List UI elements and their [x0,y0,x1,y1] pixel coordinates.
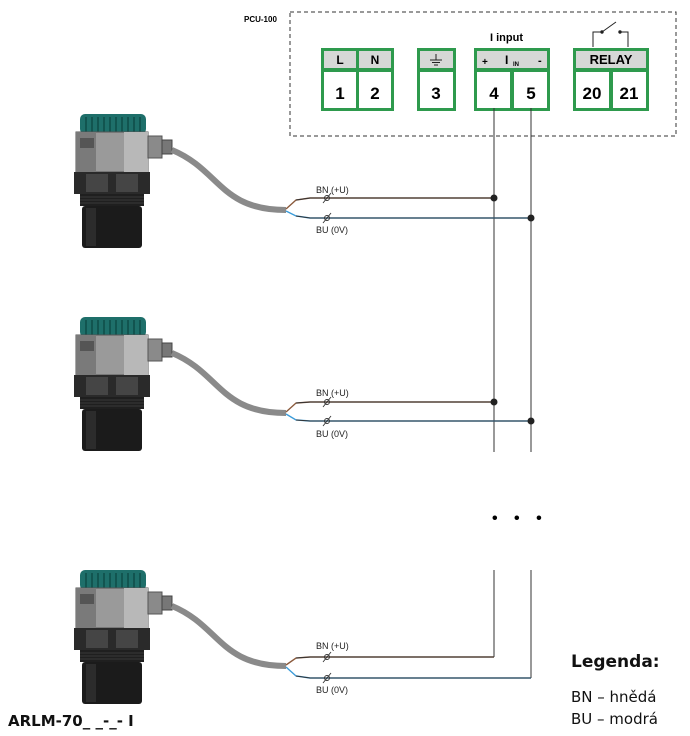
legend-item-bu: BU – modrá [571,710,658,728]
legend-title: Legenda: [571,652,660,672]
terminal-header-i: I [505,53,508,67]
terminal-number-20: 20 [583,84,602,103]
terminal-header-plus: + [482,57,488,68]
sensor-3: BN (+U) BU (0V) [73,569,531,705]
terminal-number-21: 21 [620,84,639,103]
terminal-header-minus: - [538,55,542,67]
bus-wires [493,108,532,678]
terminal-group-relay: RELAY 20 21 [573,48,649,111]
wire-label-bn: BN (+U) [316,185,349,195]
wire-label-bu: BU (0V) [316,685,348,695]
wire-label-bn: BN (+U) [316,641,349,651]
terminal-header-relay: RELAY [590,52,633,67]
terminal-number-2: 2 [370,84,379,103]
wire-label-bu: BU (0V) [316,225,348,235]
controller-name: PCU-100 [244,15,277,24]
wire-label-bu: BU (0V) [316,429,348,439]
relay-switch-icon [592,21,629,47]
ground-icon [430,54,442,66]
terminal-header-l: L [336,53,343,67]
terminal-group-current-input: + I IN - 4 5 [474,48,550,111]
terminal-group-ground: 3 [417,48,456,111]
terminal-number-4: 4 [489,84,499,103]
ellipsis-more-sensors: • • • [492,510,548,527]
terminal-number-3: 3 [431,84,440,103]
input-group-label: I input [490,32,523,44]
terminal-header-n: N [371,53,380,67]
terminal-number-1: 1 [335,84,344,103]
sensor-model-label: ARLM-70_ _-_- I [8,712,134,730]
terminal-header-i-sub: IN [513,62,519,68]
sensor-1: BN (+U) BU (0V) [73,113,535,249]
controller-box [289,11,677,137]
wire-label-bn: BN (+U) [316,388,349,398]
sensor-2: BN (+U) BU (0V) [73,316,535,452]
terminal-number-5: 5 [526,84,535,103]
terminal-group-power: L N 1 2 [321,48,394,111]
legend-item-bn: BN – hnědá [571,688,657,706]
